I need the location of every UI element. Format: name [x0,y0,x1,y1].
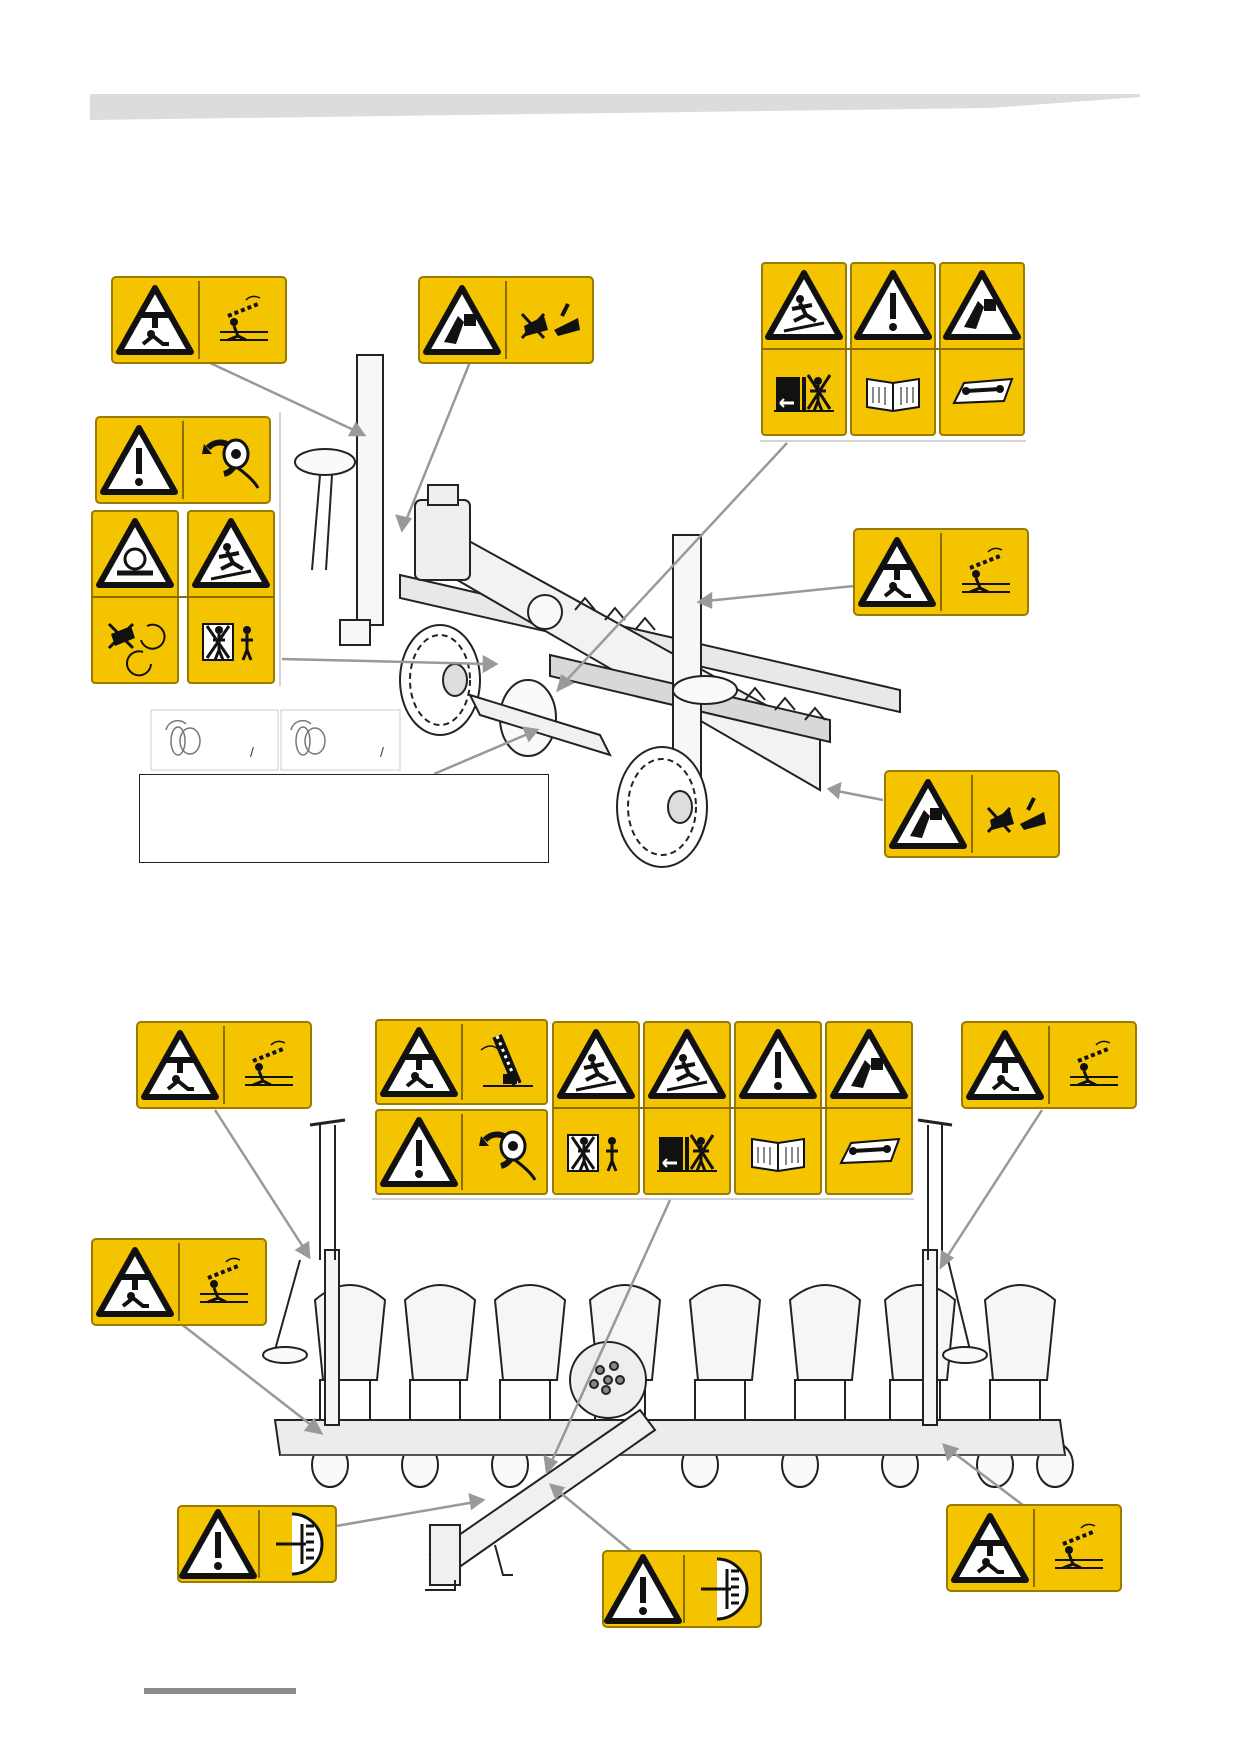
decal-bottom-right-top [961,1021,1137,1109]
top-machine-drawing [294,354,901,868]
decal-right-middle [853,528,1029,616]
decal-right-bottom [884,770,1060,858]
decal-top-center [418,276,594,364]
speed-decals [150,709,401,771]
leader-lines [179,360,1044,1552]
decal-top-right-group [760,262,1026,442]
speed-decal-right-label: / [380,744,384,760]
footer-line [144,1688,296,1694]
note-box [139,774,549,863]
decal-bottom-left-middle [91,1238,267,1326]
decal-bottom-right-low [946,1504,1122,1592]
decal-top-left [111,276,287,364]
decal-bottom-center-low [602,1550,762,1628]
speed-decal-left-label: / [250,744,254,760]
decal-bottom-left-top [136,1021,312,1109]
decal-bottom-center-group [372,1019,914,1200]
header-band [90,94,1140,120]
decal-left-column [91,412,281,686]
decal-bottom-left-low [177,1505,337,1583]
bottom-machine-drawing [262,1118,1074,1591]
